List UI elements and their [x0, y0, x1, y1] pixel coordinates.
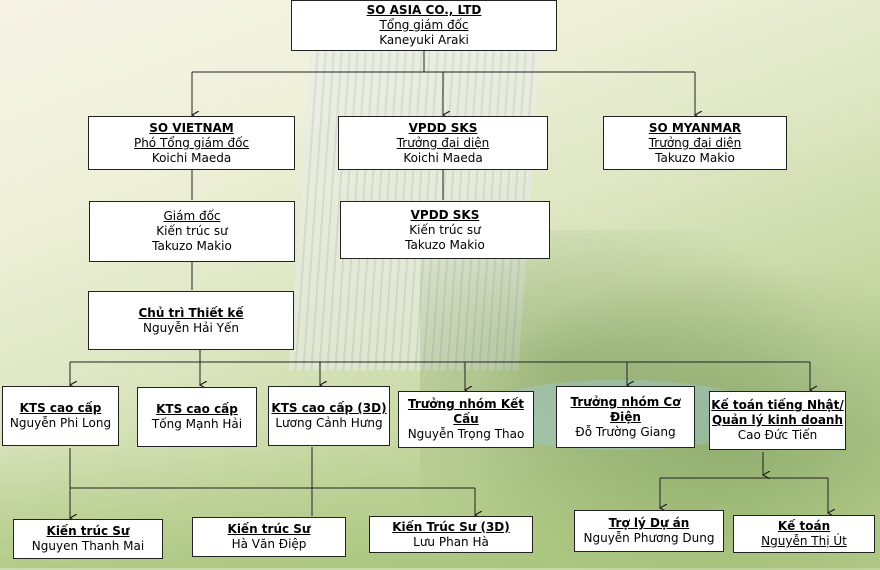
node-person: Nguyễn Phương Dung [583, 531, 715, 545]
node-role: Giám đốc [163, 209, 221, 223]
node-architect-1: Kiến trúc Sư Nguyen Thanh Mai [13, 519, 163, 559]
node-company: SO VIETNAM [149, 120, 234, 135]
node-person: Nguyễn Hải Yến [143, 320, 239, 335]
node-so-vietnam: SO VIETNAM Phó Tổng giám đốc Koichi Maed… [88, 116, 295, 170]
node-director: Giám đốc Kiến trúc sư Takuzo Makio [89, 201, 295, 262]
node-role: Kiến Trúc Sư (3D) [392, 519, 510, 534]
node-company: SO ASIA CO., LTD [366, 3, 482, 17]
node-vpdd-sks-architect: VPDD SKS Kiến trúc sư Takuzo Makio [340, 201, 550, 259]
node-title: Kiến trúc sư [409, 222, 481, 237]
node-design-lead: Chủ trì Thiết kế Nguyễn Hải Yến [88, 291, 294, 350]
node-project-assistant: Trợ lý Dự án Nguyễn Phương Dung [574, 510, 724, 552]
node-person: Koichi Maeda [403, 150, 483, 165]
node-ceo: SO ASIA CO., LTD Tổng giám đốc Kaneyuki … [291, 0, 557, 51]
node-person: Takuzo Makio [152, 239, 232, 253]
node-role: Kiến trúc Sư [227, 522, 311, 536]
node-person: Cao Đức Tiến [737, 428, 818, 442]
node-title: Kiến trúc sư [156, 224, 228, 238]
node-kts-senior-2: KTS cao cấp Tống Mạnh Hải [137, 387, 257, 447]
node-person: Hà Văn Điệp [231, 537, 307, 551]
node-structure-lead: Trưởng nhóm Kết Cấu Nguyễn Trọng Thao [398, 391, 534, 448]
node-person: Nguyễn Phi Long [9, 416, 112, 430]
node-role: Tổng giám đốc [379, 18, 469, 32]
node-person: Takuzo Makio [655, 150, 735, 165]
node-role: Chủ trì Thiết kế [138, 305, 244, 320]
node-role: Trưởng đại diện [648, 135, 742, 150]
node-architect-2: Kiến trúc Sư Hà Văn Điệp [192, 517, 346, 557]
node-role: Kiến trúc Sư [46, 524, 130, 538]
node-role-2: Quản lý kinh doanh [711, 413, 844, 427]
node-role: KTS cao cấp [156, 402, 238, 416]
node-person: Kaneyuki Araki [379, 33, 469, 47]
node-role: Trưởng đại diện [396, 135, 490, 150]
node-person: Takuzo Makio [405, 237, 485, 252]
node-role: Trưởng nhóm Cơ Điện [570, 394, 681, 424]
node-so-myanmar: SO MYANMAR Trưởng đại diện Takuzo Makio [603, 116, 787, 170]
node-person: Nguyễn Trọng Thao [407, 427, 525, 441]
node-kts-senior-3d: KTS cao cấp (3D) Lương Cảnh Hưng [268, 386, 390, 446]
node-company: VPDD SKS [408, 120, 478, 135]
node-role: Trợ lý Dự án [608, 516, 690, 530]
node-role: Phó Tổng giám đốc [133, 135, 250, 150]
node-person: Nguyễn Thị Út [761, 534, 847, 548]
node-role: Kế toán tiếng Nhật/ [711, 398, 844, 412]
node-person: Tống Mạnh Hải [151, 417, 243, 431]
node-mep-lead: Trưởng nhóm Cơ Điện Đỗ Trường Giang [556, 386, 695, 448]
node-person: Koichi Maeda [151, 150, 232, 165]
node-person: Lưu Phan Hà [413, 534, 489, 549]
node-company: SO MYANMAR [648, 120, 742, 135]
node-role: Trưởng nhóm Kết Cấu [407, 397, 525, 426]
node-kts-senior-1: KTS cao cấp Nguyễn Phi Long [2, 386, 119, 446]
node-role: KTS cao cấp (3D) [271, 401, 387, 415]
node-accounting-lead: Kế toán tiếng Nhật/ Quản lý kinh doanh C… [709, 391, 846, 450]
node-architect-3d: Kiến Trúc Sư (3D) Lưu Phan Hà [369, 516, 533, 553]
node-vpdd-sks: VPDD SKS Trưởng đại diện Koichi Maeda [338, 116, 548, 170]
node-company: VPDD SKS [410, 207, 480, 222]
node-role: KTS cao cấp [19, 401, 102, 415]
node-person: Lương Cảnh Hưng [275, 416, 383, 430]
node-person: Đỗ Trường Giang [575, 424, 676, 439]
node-person: Nguyen Thanh Mai [31, 539, 145, 553]
node-role: Kế toán [777, 519, 831, 533]
node-accountant: Kế toán Nguyễn Thị Út [733, 515, 875, 553]
